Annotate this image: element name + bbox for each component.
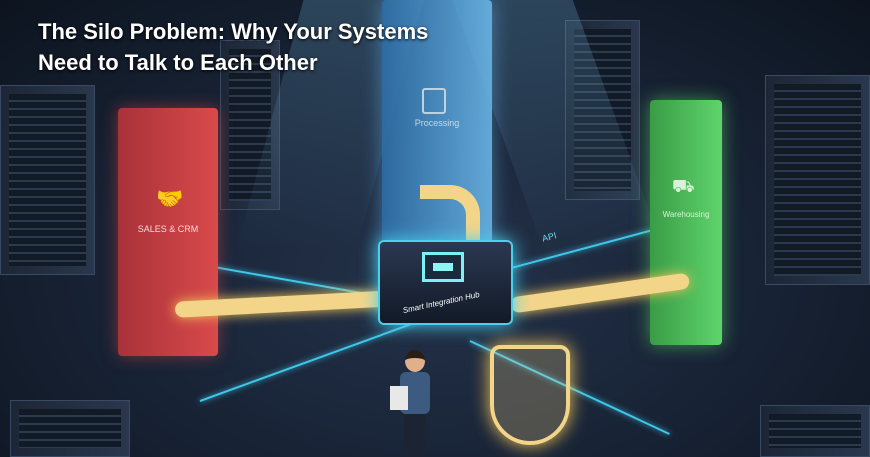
shield-icon [490, 345, 570, 445]
chip-icon [422, 252, 464, 282]
silo-sales-crm: 🤝 SALES & CRM [118, 108, 218, 356]
server-rack [760, 405, 870, 457]
data-flow [420, 185, 480, 245]
silo-label: Processing [414, 118, 460, 128]
server-rack [10, 400, 130, 457]
forklift-icon: ⛟ [672, 176, 695, 196]
server-rack [565, 20, 640, 200]
hub-label: Smart Integration Hub [401, 289, 481, 316]
integration-hub: Smart Integration Hub [378, 240, 513, 325]
server-rack [765, 75, 870, 285]
server-rack [220, 40, 280, 210]
page-title: The Silo Problem: Why Your Systems Need … [38, 16, 428, 78]
person-figure [390, 350, 440, 457]
calculator-icon [422, 88, 446, 114]
silo-label: Warehousing [662, 210, 710, 219]
title-line-1: The Silo Problem: Why Your Systems [38, 19, 429, 44]
server-rack [0, 85, 95, 275]
silo-label: SALES & CRM [137, 224, 199, 234]
silo-warehousing: ⛟ Warehousing [650, 100, 722, 345]
handshake-icon: 🤝 [156, 186, 184, 211]
title-line-2: Need to Talk to Each Other [38, 50, 318, 75]
